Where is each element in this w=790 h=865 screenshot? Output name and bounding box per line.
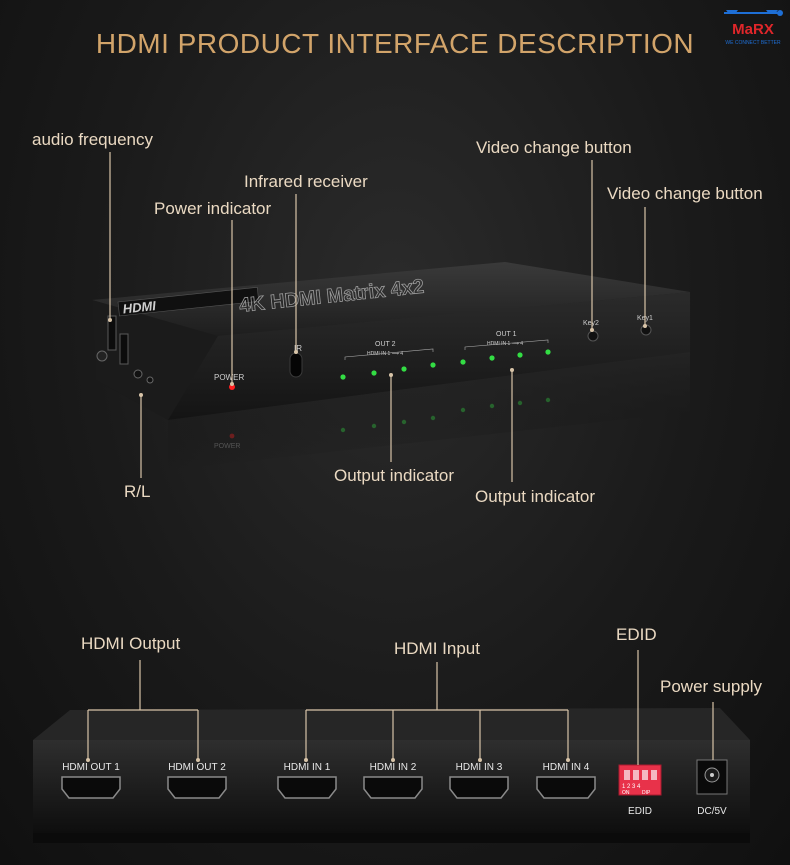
port-hdmi-in2 — [363, 776, 423, 799]
front-out2-text: OUT 2 — [375, 341, 396, 348]
dip-text: DIP — [642, 790, 651, 796]
label-video-change-button-1: Video change button — [476, 138, 632, 157]
out1-led-4 — [545, 349, 551, 355]
front-out1-sub: HDMI IN 1 ⟶ 4 — [487, 341, 523, 347]
port-label-hdmi-in1: HDMI IN 1 — [283, 762, 331, 773]
audio-jack-2 — [146, 376, 154, 384]
dip-on: ON — [622, 790, 630, 796]
power-led — [229, 384, 235, 390]
port-hdmi-out2 — [167, 776, 227, 799]
page-title: HDMI PRODUCT INTERFACE DESCRIPTION — [95, 28, 695, 59]
out1-led-3 — [517, 352, 523, 358]
label-audio-frequency: audio frequency — [32, 130, 153, 149]
out1-led-2 — [489, 355, 495, 361]
front-device-reflection — [168, 352, 690, 470]
label-video-change-button-2: Video change button — [607, 184, 763, 203]
port-hdmi-out1 — [61, 776, 121, 799]
out2-led-4 — [430, 362, 436, 368]
port-label-edid: EDID — [628, 806, 652, 817]
front-ir-text: IR — [294, 344, 302, 353]
port-label-hdmi-in2: HDMI IN 2 — [369, 762, 417, 773]
port-label-dc5v: DC/5V — [697, 806, 727, 817]
side-usb-port-2 — [119, 333, 129, 365]
brand-logo: MaRX WE CONNECT BETTER — [720, 4, 786, 48]
audio-jack — [133, 369, 143, 379]
label-output-indicator-1: Output indicator — [334, 466, 455, 485]
front-out1-text: OUT 1 — [496, 331, 517, 338]
front-device-top — [92, 262, 690, 336]
logo-tagline: WE CONNECT BETTER — [725, 40, 781, 46]
dip-numbers: 1 2 3 4 — [622, 784, 641, 790]
port-hdmi-in3 — [449, 776, 509, 799]
reflection-power-text: POWER — [214, 443, 240, 450]
port-label-hdmi-in3: HDMI IN 3 — [455, 762, 503, 773]
port-label-hdmi-out1: HDMI OUT 1 — [62, 762, 120, 773]
side-button — [96, 350, 108, 362]
front-device-side — [92, 300, 218, 420]
port-label-hdmi-in4: HDMI IN 4 — [542, 762, 590, 773]
port-hdmi-in4 — [536, 776, 596, 799]
out2-led-1 — [340, 374, 346, 380]
label-hdmi-input: HDMI Input — [394, 639, 480, 658]
label-power-indicator: Power indicator — [154, 199, 272, 218]
label-edid: EDID — [616, 625, 657, 644]
out2-led-3 — [401, 366, 407, 372]
front-device-face — [168, 292, 690, 420]
port-hdmi-in1 — [277, 776, 337, 799]
ir-window — [289, 352, 303, 378]
front-key2-text: Key2 — [583, 320, 599, 327]
front-power-text: POWER — [214, 373, 244, 382]
out1-led-1 — [460, 359, 466, 365]
label-hdmi-output: HDMI Output — [81, 634, 181, 653]
label-output-indicator-2: Output indicator — [475, 487, 596, 506]
back-device-top — [33, 708, 750, 740]
label-infrared-receiver: Infrared receiver — [244, 172, 368, 191]
label-rl: R/L — [124, 482, 151, 501]
out2-led-2 — [371, 370, 377, 376]
front-out2-sub: HDMI IN 1 ⟶ 4 — [367, 351, 403, 357]
logo-brand-text: MaRX — [732, 21, 774, 38]
side-usb-port — [107, 315, 117, 351]
dc-jack — [696, 759, 728, 795]
key2-button — [587, 330, 599, 342]
label-power-supply: Power supply — [660, 677, 763, 696]
front-brand-mark: HDMI — [122, 298, 157, 316]
port-label-hdmi-out2: HDMI OUT 2 — [168, 762, 226, 773]
